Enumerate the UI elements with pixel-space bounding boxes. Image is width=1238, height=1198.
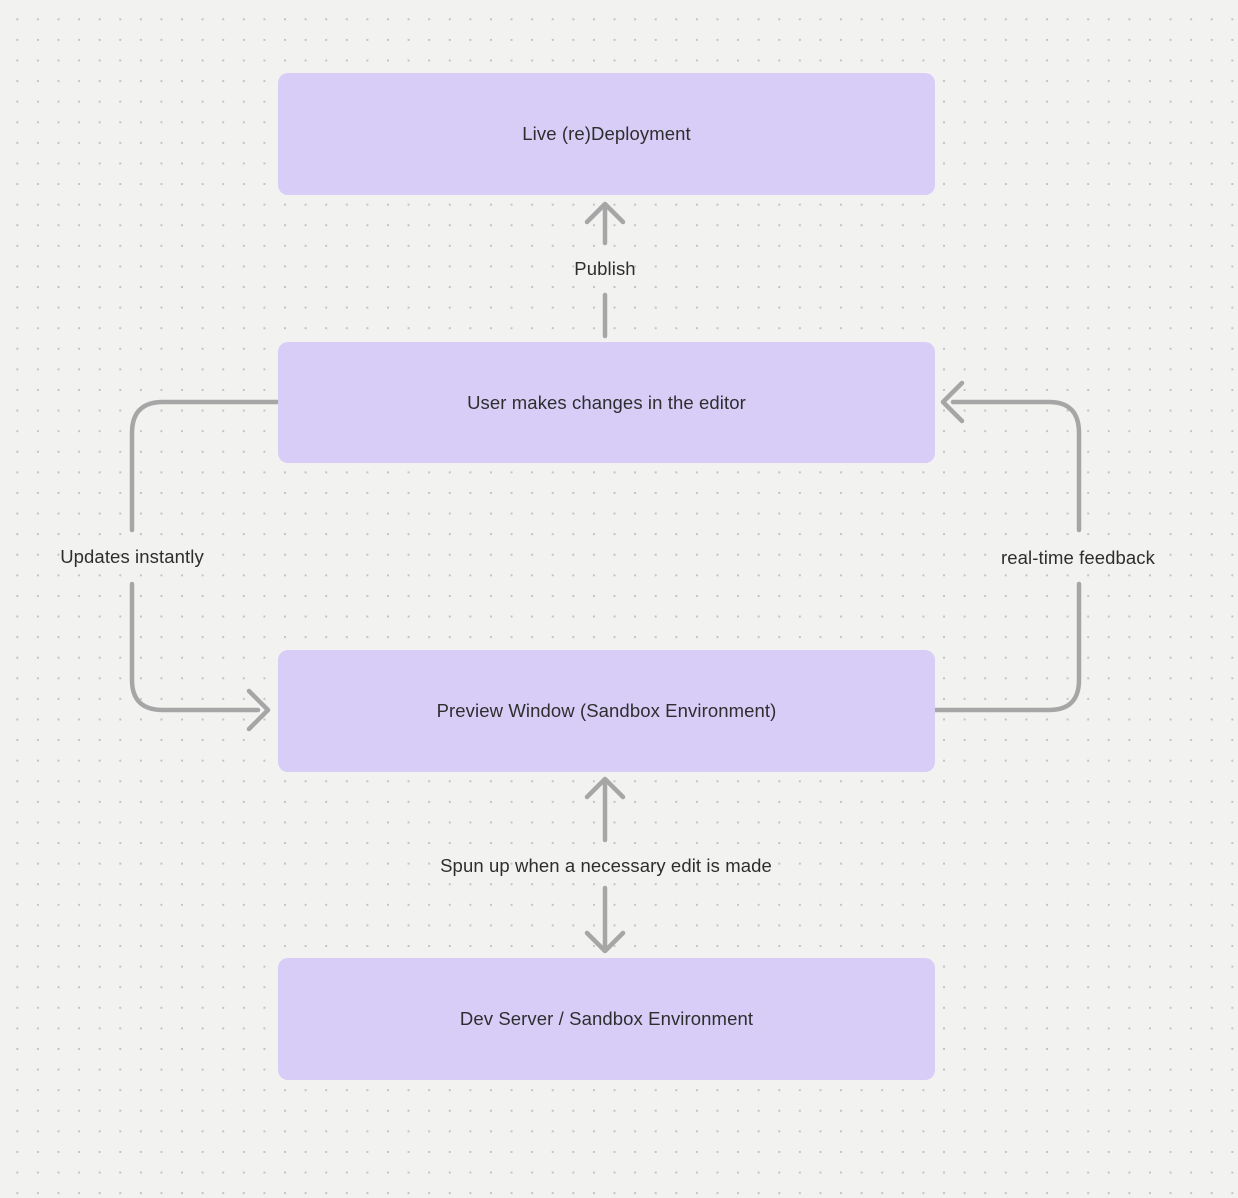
edge-label-spun-up[interactable]: Spun up when a necessary edit is made bbox=[440, 855, 772, 876]
node-live-deployment-label: Live (re)Deployment bbox=[522, 123, 691, 144]
node-live-deployment[interactable]: Live (re)Deployment bbox=[278, 73, 935, 195]
edge-label-publish[interactable]: Publish bbox=[574, 258, 636, 279]
edge-feedback-segment-lower bbox=[932, 581, 1082, 713]
arrowhead-up-icon bbox=[584, 201, 626, 225]
edge-label-real-time-feedback[interactable]: real-time feedback bbox=[1001, 547, 1155, 568]
node-editor[interactable]: User makes changes in the editor bbox=[278, 342, 935, 463]
node-preview-window-label: Preview Window (Sandbox Environment) bbox=[436, 700, 777, 721]
edge-label-updates-instantly[interactable]: Updates instantly bbox=[60, 546, 204, 567]
node-editor-label: User makes changes in the editor bbox=[467, 391, 746, 413]
arrowhead-up-icon bbox=[584, 776, 626, 800]
node-dev-server-label: Dev Server / Sandbox Environment bbox=[459, 1008, 754, 1029]
edge-feedback-segment-upper bbox=[950, 399, 1082, 533]
node-preview-window[interactable]: Preview Window (Sandbox Environment) bbox=[278, 650, 935, 772]
edge-updates-segment-lower bbox=[129, 581, 261, 713]
node-dev-server[interactable]: Dev Server / Sandbox Environment bbox=[278, 958, 935, 1080]
arrowhead-right-icon bbox=[246, 688, 271, 732]
arrowhead-left-icon bbox=[940, 380, 965, 424]
edge-updates-segment-upper bbox=[129, 399, 281, 533]
arrowhead-down-icon bbox=[584, 930, 626, 954]
